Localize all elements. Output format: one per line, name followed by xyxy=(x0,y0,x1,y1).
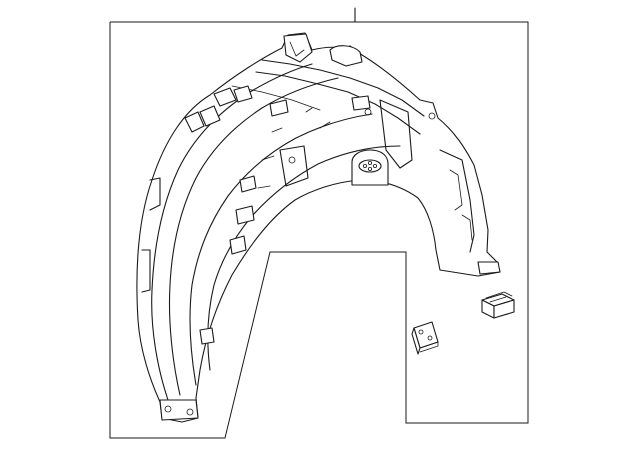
fender-liner-outline xyxy=(136,32,501,423)
flange-hole-2 xyxy=(428,112,436,120)
center-plate-hole xyxy=(288,156,296,164)
fender-liner-icon[interactable] xyxy=(136,32,501,423)
flange-hole-1 xyxy=(364,108,372,116)
center-plate xyxy=(279,145,309,187)
bottom-hole-1 xyxy=(164,405,172,413)
liner-mid-rib xyxy=(168,77,339,396)
right-flange xyxy=(379,99,413,169)
right-lower-edge xyxy=(439,149,475,253)
detail-mark-5 xyxy=(305,107,313,113)
top-tab-detail xyxy=(289,41,305,57)
upper-right-bump xyxy=(329,45,363,67)
clip-top-groove xyxy=(489,296,507,303)
cup-hole-4 xyxy=(367,166,372,171)
liner-top-ridge xyxy=(261,59,425,117)
clip-icon[interactable] xyxy=(481,291,515,319)
detail-mark-1 xyxy=(271,127,283,133)
liner-second-ridge xyxy=(255,71,421,135)
cup-hole-3 xyxy=(372,163,377,168)
left-side-tab xyxy=(149,177,161,211)
bracket-icon[interactable] xyxy=(411,321,439,355)
left-clip-4 xyxy=(233,85,253,103)
left-lower-clip xyxy=(199,327,215,345)
bracket-side xyxy=(411,327,421,355)
right-foot-tab xyxy=(477,261,501,275)
top-mount-tab xyxy=(283,33,313,63)
detail-mark-4 xyxy=(319,121,331,129)
cup-hole-2 xyxy=(367,160,372,165)
right-lower-detail xyxy=(449,169,463,211)
left-mid-tab xyxy=(141,249,151,293)
cup-opening xyxy=(358,159,382,173)
assembly-frame xyxy=(109,21,529,439)
inner-clip-1 xyxy=(229,235,247,255)
right-lower-detail-2 xyxy=(461,214,473,241)
inner-clip-2 xyxy=(235,205,255,225)
clip-top-ridge xyxy=(485,291,513,299)
detail-mark-2 xyxy=(261,155,275,161)
bracket-hole-1 xyxy=(418,329,424,335)
cup-hole-1 xyxy=(362,163,367,168)
bracket-hole-2 xyxy=(427,335,433,341)
bracket-lower-lip xyxy=(419,341,439,353)
inner-clip-3 xyxy=(239,175,257,193)
liner-outer-rib xyxy=(151,63,313,401)
upper-clip-1 xyxy=(269,99,289,117)
left-clip-2 xyxy=(199,105,221,127)
bottom-hole-2 xyxy=(186,408,194,416)
left-clip-1 xyxy=(184,111,205,133)
left-clip-3 xyxy=(213,87,237,107)
liner-inner-rib xyxy=(189,113,373,386)
upper-clip-2 xyxy=(351,95,371,111)
clip-right-face xyxy=(493,299,515,319)
detail-mark-3 xyxy=(257,185,271,189)
